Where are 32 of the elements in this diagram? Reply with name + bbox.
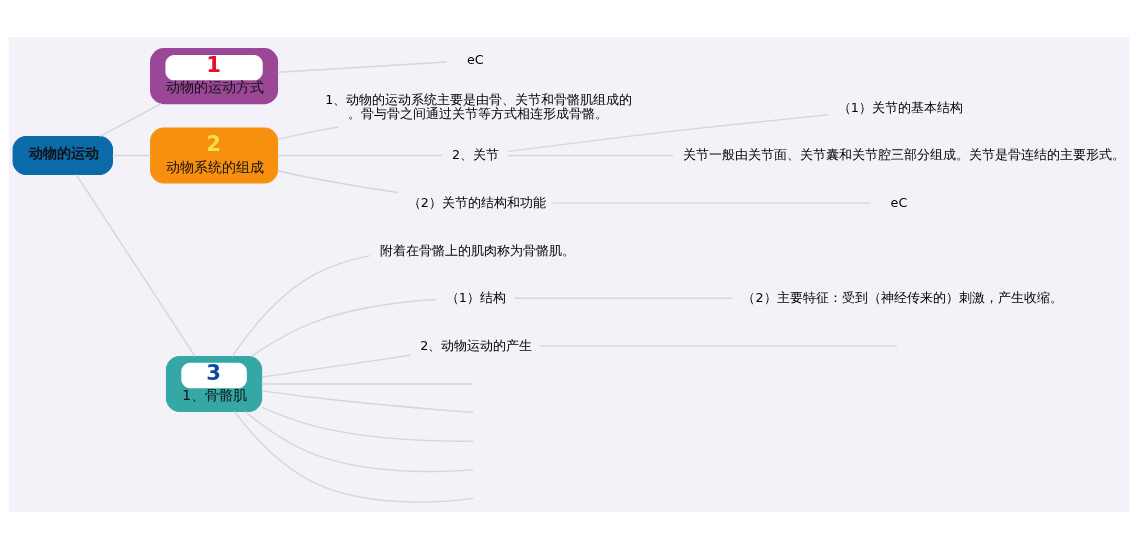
node-box: 1 动物的运动方式	[150, 47, 279, 104]
connector	[261, 354, 412, 378]
node-text: （1）结构	[445, 289, 506, 305]
node-text: （2）主要特征：受到（神经传来的）刺激，产生收缩。	[742, 289, 1063, 305]
node-text: eC	[890, 194, 908, 210]
connector	[233, 410, 474, 503]
node-text: 关节一般由关节面、关节囊和关节腔三部分组成。关节是骨连结的主要形式。	[683, 146, 1126, 162]
connector	[513, 297, 734, 299]
node-text: 2、关节	[452, 146, 500, 162]
node-text: 附着在骨骼上的肌肉称为骨骼肌。	[380, 242, 576, 258]
node-text: （1）关节的基本结构	[837, 99, 963, 115]
connector	[277, 169, 399, 193]
node-text: eC	[466, 51, 484, 67]
node-text: 1、动物的运动系统主要是由骨、关节和骨骼肌组成的。骨与骨之间通过关节等方式相连形成骨骼。	[325, 91, 633, 121]
connector	[276, 125, 339, 140]
node-box: 3 1、骨骼肌	[165, 355, 263, 412]
connector	[250, 298, 437, 357]
connector	[261, 389, 474, 413]
connector	[277, 154, 444, 156]
node-text: 2、动物运动的产生	[420, 337, 533, 353]
node-text: （2）关节的结构和功能	[407, 194, 546, 210]
connector	[99, 102, 162, 137]
node-box: 动物的运动	[12, 135, 114, 175]
connector	[244, 410, 474, 472]
connector	[261, 406, 474, 442]
connector	[277, 60, 448, 73]
connector	[231, 254, 371, 357]
connector	[75, 173, 196, 357]
node-box: 2 动物系统的组成	[150, 126, 279, 183]
connector	[112, 154, 152, 156]
connector	[507, 113, 829, 152]
connector	[507, 154, 674, 156]
